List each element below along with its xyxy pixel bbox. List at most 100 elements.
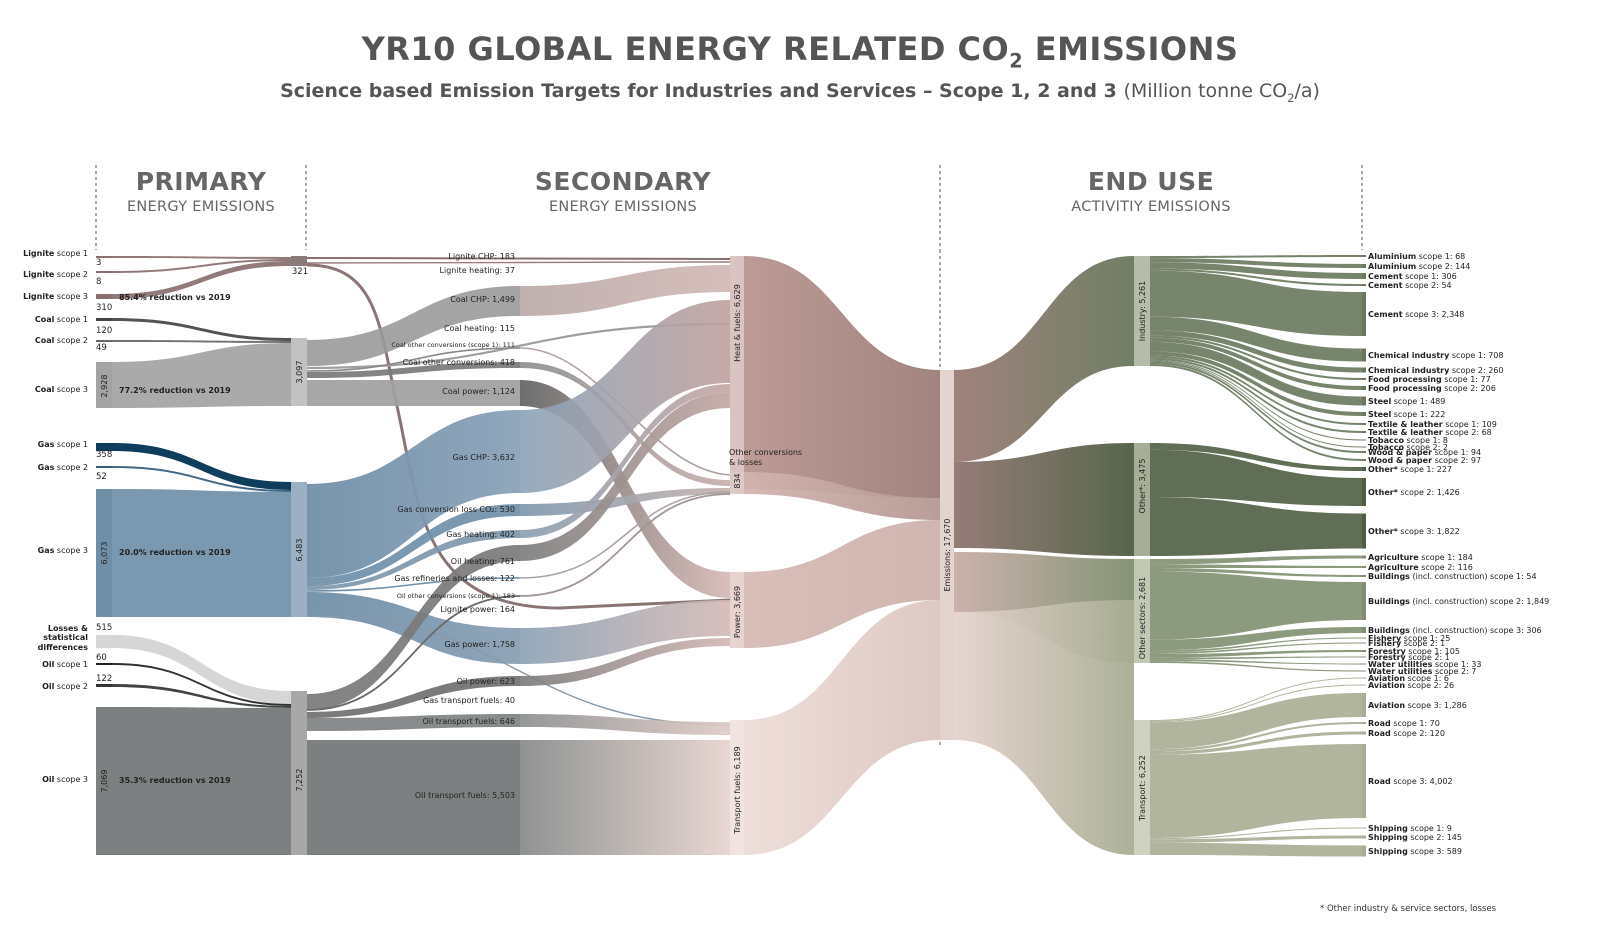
- flow-end-item-17: [1150, 443, 1362, 471]
- end-item-bar-11: [1362, 423, 1366, 425]
- primary-reduction-note-8: 20.0% reduction vs 2019: [119, 548, 231, 557]
- flow-end-item-0: [1150, 255, 1362, 259]
- end-item-bar-21: [1362, 566, 1366, 568]
- end-item-bar-27: [1362, 650, 1366, 652]
- primary-source-value-gas-scope3: 6,073: [100, 542, 109, 565]
- primary-source-value-1: 8: [96, 277, 101, 287]
- end-item-bar-33: [1362, 693, 1366, 717]
- flow-end-item-2: [1150, 262, 1362, 279]
- primary-source-label-10: statistical: [43, 633, 88, 642]
- end-item-bar-18: [1362, 478, 1366, 506]
- flow-gas-refineries: [306, 577, 521, 592]
- end-item-bar-0: [1362, 255, 1366, 257]
- primary-source-label-9: Losses &: [48, 624, 88, 633]
- flow-end-item-24: [1150, 627, 1362, 651]
- end-item-bar-9: [1362, 396, 1366, 406]
- column-header-secondary: SECONDARY ENERGY EMISSIONS: [534, 167, 712, 215]
- flow-end-item-28: [1150, 656, 1362, 660]
- page-title: YR10 GLOBAL ENERGY RELATED CO2 EMISSIONS: [361, 30, 1239, 73]
- flow-coal-power-b: [520, 380, 730, 598]
- flow-gas-scope2: [112, 466, 291, 492]
- secondary-flow-label-4: Coal other conversions (scope 1): 111: [391, 341, 515, 349]
- end-item-bar-20: [1362, 555, 1366, 559]
- end-item-bar-26: [1362, 642, 1366, 644]
- column-header-primary: PRIMARY ENERGY EMISSIONS: [126, 167, 276, 215]
- secondary-flow-label-7: Gas CHP: 3,632: [453, 453, 515, 462]
- end-item-bar-34: [1362, 722, 1366, 724]
- flow-heat-to-emissions: [744, 256, 940, 498]
- flow-oil-other-conv-a: [306, 595, 521, 711]
- primary-source-bar-7: [96, 466, 112, 468]
- end-item-label-24: Buildings (incl. construction) scope 3: …: [1368, 626, 1542, 635]
- end-item-label-37: Shipping scope 1: 9: [1368, 824, 1452, 833]
- column-header-enduse: END USE ACTIVITIY EMISSIONS: [1071, 167, 1231, 215]
- other-conversions-label-1: Other conversions: [729, 448, 802, 457]
- secondary-flow-label-8: Gas conversion loss CO₂: 530: [397, 505, 515, 514]
- flow-oil-transport-b: [520, 714, 730, 735]
- primary-source-value-oil-scope3: 7,069: [100, 770, 109, 793]
- primary-source-bar-1: [96, 271, 112, 273]
- primary-source-bar-10: [96, 663, 112, 665]
- flow-lignite-power: [306, 263, 731, 610]
- primary-total-bar-1: [291, 338, 307, 406]
- flow-coal-scope1: [112, 318, 291, 341]
- primary-source-label-11: differences: [38, 643, 89, 652]
- end-item-bar-1: [1362, 264, 1366, 268]
- flow-coal-scope2: [112, 340, 291, 343]
- flow-gas-chp-b: [520, 300, 730, 493]
- primary-source-value-0: 3: [96, 258, 101, 268]
- end-item-bar-17: [1362, 467, 1366, 471]
- end-item-bar-25: [1362, 637, 1366, 639]
- end-item-bar-14: [1362, 446, 1366, 448]
- flow-oil-heating-b: [520, 392, 730, 561]
- end-item-bar-6: [1362, 367, 1366, 373]
- flow-lignite-scope2: [112, 259, 291, 273]
- secondary-flow-label-11: Gas refineries and losses: 122: [394, 574, 515, 583]
- flow-gas-chp-a: [307, 410, 520, 578]
- primary-reduction-note-5: 77.2% reduction vs 2019: [119, 386, 231, 395]
- other-conversions-label-2: & losses: [729, 458, 762, 467]
- end-item-label-7: Food processing scope 1: 77: [1368, 375, 1491, 384]
- end-item-label-14: Tobacco scope 2: 2: [1368, 443, 1448, 452]
- flow-oil-other-conv-b: [519, 493, 731, 597]
- primary-source-value-3: 120: [96, 326, 112, 336]
- end-item-label-5: Chemical industry scope 1: 708: [1368, 351, 1504, 360]
- end-item-label-10: Steel scope 1: 222: [1368, 410, 1445, 419]
- secondary-node-label-power: Power: 3,669: [733, 586, 742, 638]
- flow-end-item-15: [1150, 361, 1362, 453]
- flow-end-item-4: [1150, 270, 1362, 336]
- flow-gas-refineries-b: [519, 491, 731, 579]
- primary-source-value-7: 52: [96, 472, 107, 482]
- end-item-label-32: Aviation scope 2: 26: [1368, 681, 1454, 690]
- flow-power-to-emissions: [744, 520, 940, 648]
- primary-source-label-0: Lignite scope 1: [23, 249, 88, 258]
- flow-end-item-36: [1150, 744, 1362, 839]
- secondary-node-label-other-conv: 834: [733, 473, 742, 488]
- primary-source-value-13: 122: [96, 674, 112, 684]
- flow-lignite-chp: [306, 257, 731, 260]
- primary-source-value-9: 515: [96, 623, 112, 633]
- end-item-label-15: Wood & paper scope 1: 94: [1368, 448, 1481, 457]
- end-item-bar-29: [1362, 663, 1366, 665]
- end-item-bar-39: [1362, 845, 1366, 857]
- primary-reduction-note-14: 35.3% reduction vs 2019: [119, 776, 231, 785]
- end-item-bar-24: [1362, 627, 1366, 633]
- primary-source-bar-0: [96, 256, 112, 258]
- end-item-label-33: Aviation scope 3: 1,286: [1368, 701, 1467, 710]
- secondary-flow-label-13: Lignite power: 164: [440, 605, 515, 614]
- primary-source-value-4: 49: [96, 343, 107, 353]
- end-item-label-25: Fishery scope 1: 25: [1368, 634, 1450, 643]
- flow-gas-scope1: [112, 443, 291, 490]
- flow-oil-transport-a: [307, 714, 520, 731]
- end-item-label-39: Shipping scope 3: 589: [1368, 847, 1462, 856]
- flow-end-item-26: [1150, 642, 1362, 655]
- flow-oil-scope3: [112, 707, 291, 855]
- end-item-label-0: Aluminium scope 1: 68: [1368, 252, 1465, 261]
- flow-gas-transport: [306, 615, 731, 726]
- end-node-label-other: Other*: 3,475: [1138, 459, 1147, 514]
- primary-total-bar-3: [291, 691, 307, 855]
- secondary-flow-label-1: Lignite heating: 37: [440, 266, 515, 275]
- end-item-bar-8: [1362, 386, 1366, 390]
